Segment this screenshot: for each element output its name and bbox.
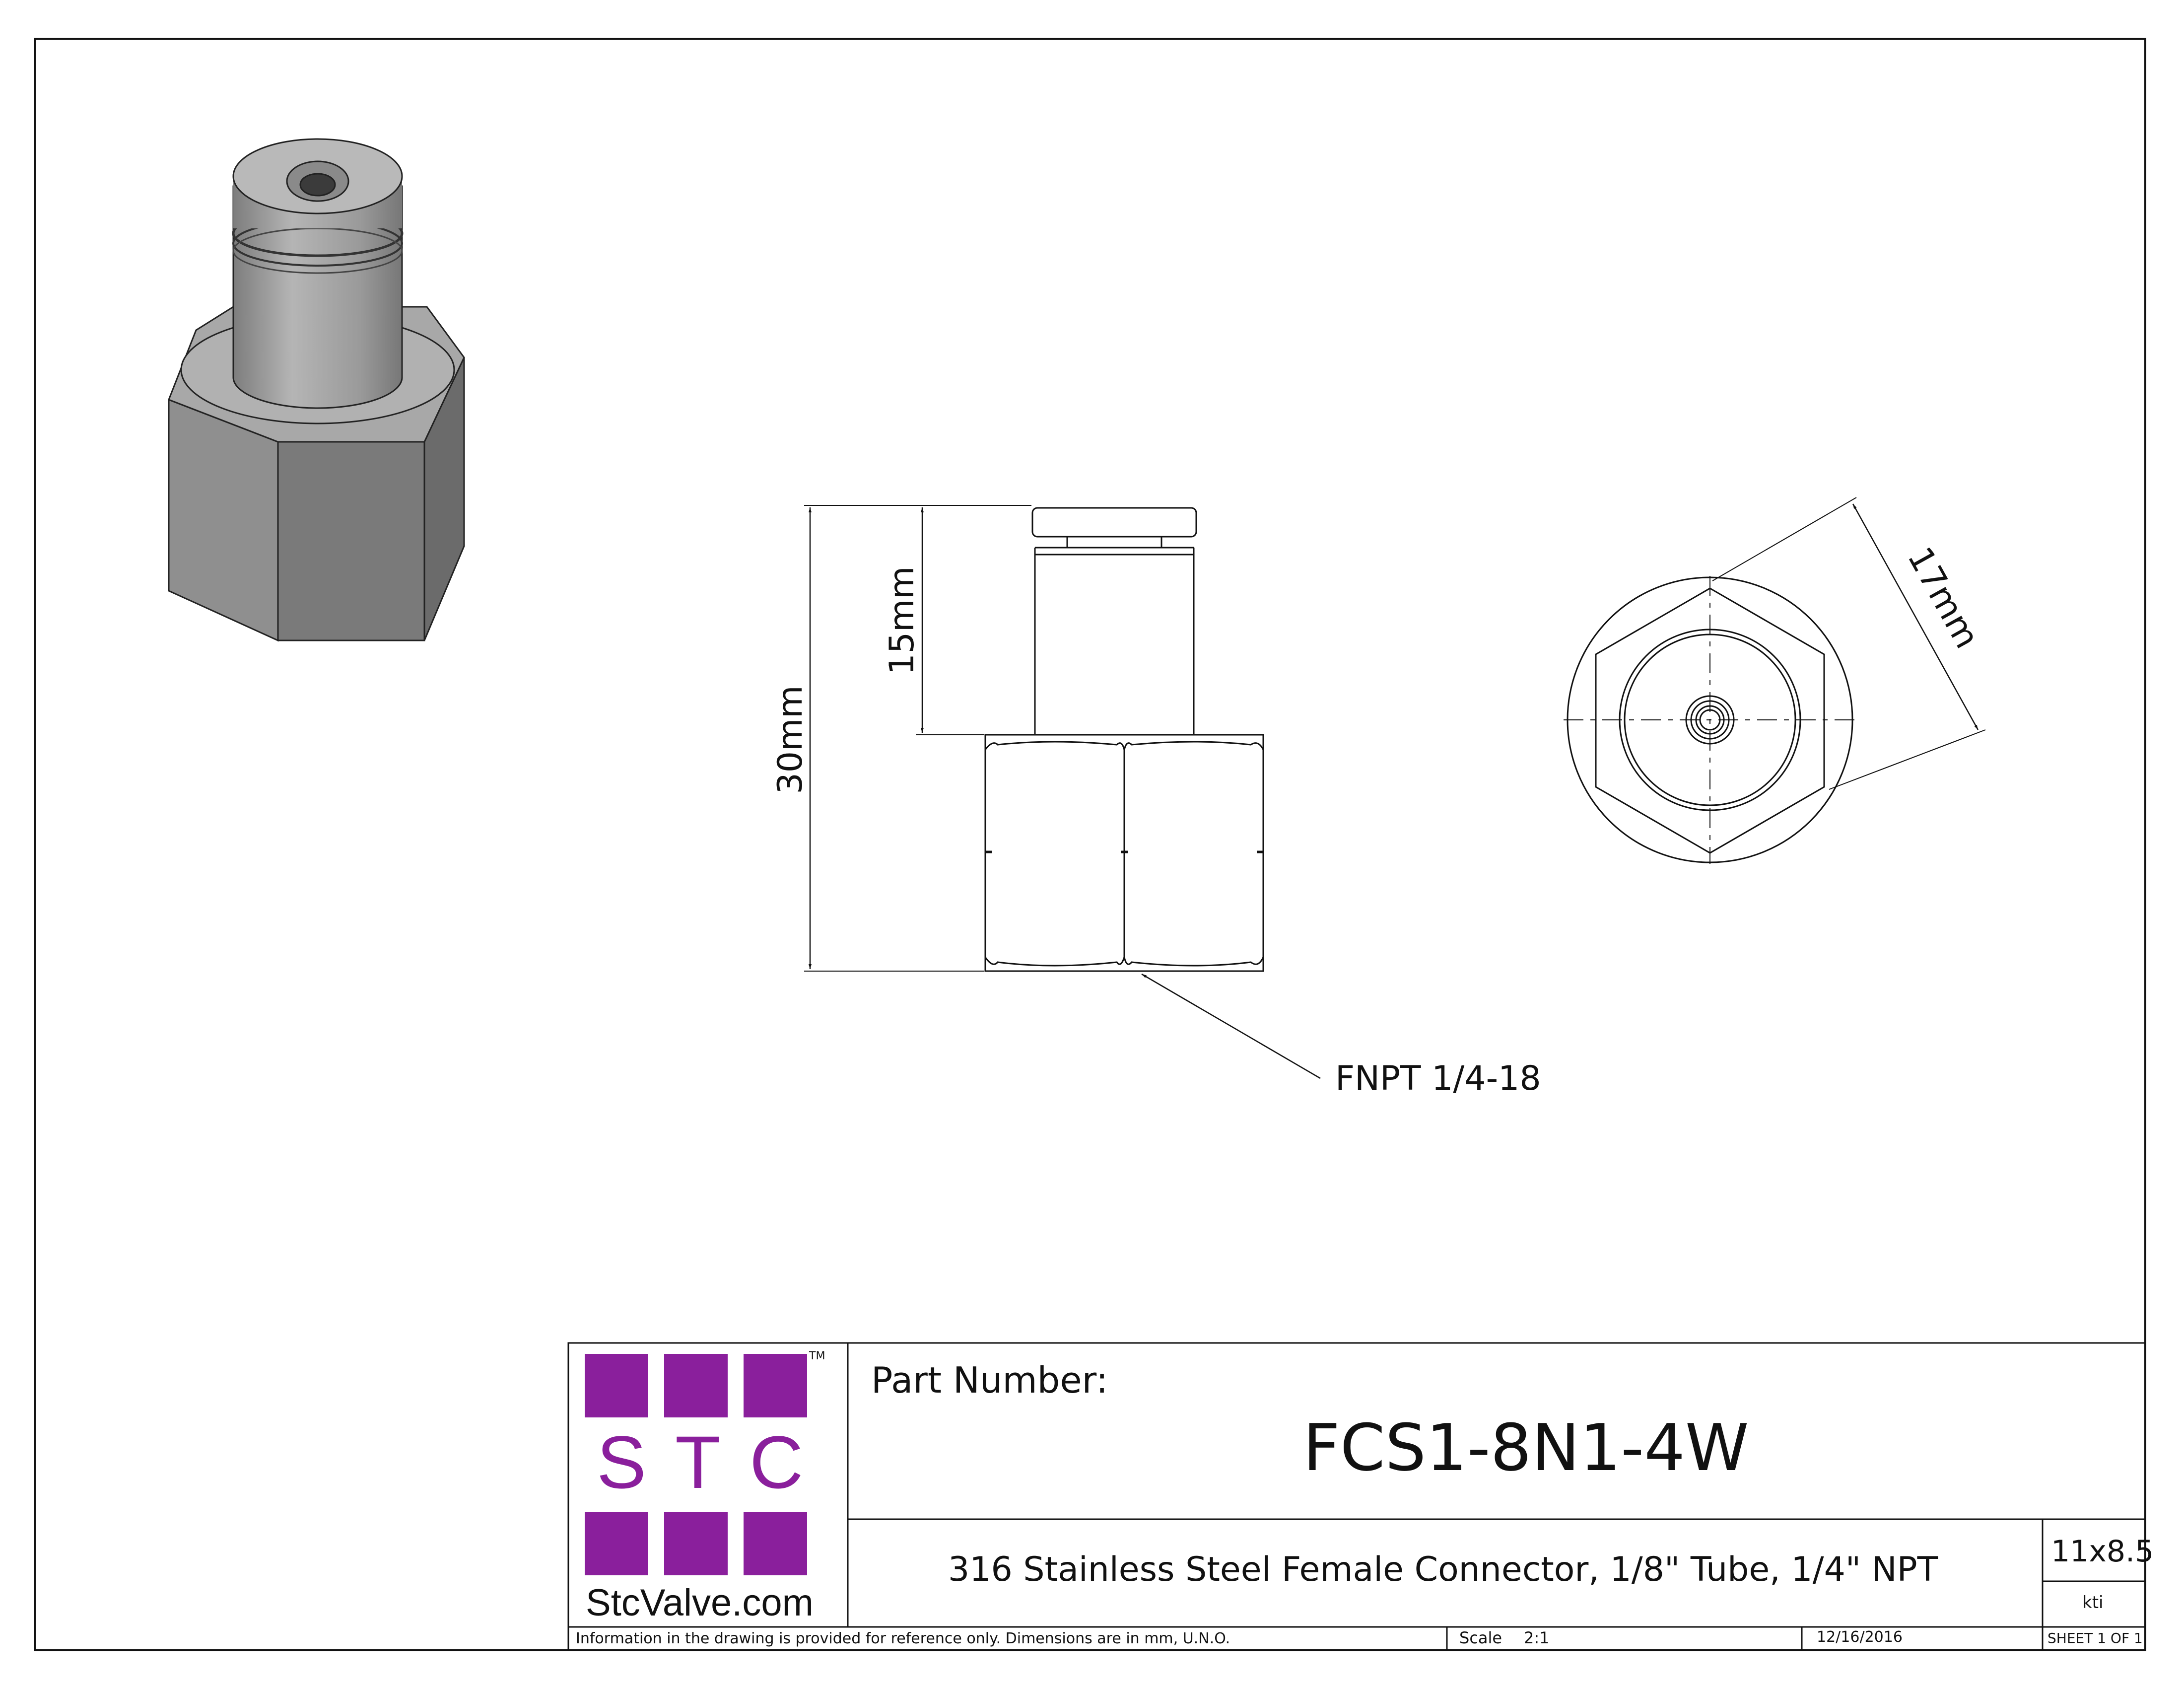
drawn-by: kti bbox=[2082, 1593, 2104, 1613]
front-neck bbox=[1066, 536, 1162, 549]
front-hex-flat bbox=[984, 741, 1125, 967]
logo-letter-c: C bbox=[750, 1420, 804, 1504]
logo-square bbox=[664, 1512, 728, 1575]
dim-17mm: 17mm bbox=[1900, 541, 1986, 655]
dim-line-17 bbox=[1852, 503, 1979, 730]
scale-value: 2:1 bbox=[1524, 1628, 1550, 1647]
front-tube bbox=[1034, 547, 1195, 734]
logo-square bbox=[744, 1354, 807, 1417]
thread-callout: FNPT 1/4-18 bbox=[1335, 1059, 1541, 1098]
part-description: 316 Stainless Steel Female Connector, 1/… bbox=[948, 1550, 1938, 1589]
tube-bore-inner bbox=[299, 173, 336, 197]
logo-letter-s: S bbox=[597, 1420, 647, 1504]
disclaimer: Information in the drawing is provided f… bbox=[576, 1630, 1230, 1647]
part-number: FCS1-8N1-4W bbox=[1303, 1410, 1749, 1485]
dim-30mm: 30mm bbox=[771, 685, 810, 794]
logo-site: StcValve.com bbox=[586, 1582, 814, 1624]
scale-label: Scale bbox=[1459, 1628, 1502, 1647]
stc-logo: TM S T C StcValve.com bbox=[576, 1348, 844, 1626]
title-block-frame bbox=[567, 1342, 2146, 1651]
part-number-label: Part Number: bbox=[871, 1359, 1108, 1401]
sheet-size: 11x8.5 bbox=[2051, 1534, 2154, 1569]
thread-leader bbox=[1141, 973, 1321, 1079]
front-view bbox=[804, 505, 1321, 1079]
logo-square bbox=[664, 1354, 728, 1417]
extension-line bbox=[1712, 497, 1857, 581]
hex-face-front bbox=[277, 441, 425, 641]
sheet-number: SHEET 1 OF 1 bbox=[2048, 1630, 2143, 1646]
end-view bbox=[1564, 497, 1986, 864]
title-block-grid bbox=[567, 1342, 2146, 1651]
logo-letter-t: T bbox=[675, 1420, 721, 1504]
front-hex-flat bbox=[1123, 741, 1264, 967]
drawing-date: 12/16/2016 bbox=[1817, 1628, 1903, 1646]
logo-square bbox=[744, 1512, 807, 1575]
extension-line bbox=[1829, 729, 1986, 790]
logo-square bbox=[585, 1512, 648, 1575]
logo-trademark: TM bbox=[809, 1350, 825, 1362]
front-cap bbox=[1031, 507, 1197, 538]
isometric-view bbox=[168, 138, 465, 642]
tube-body bbox=[232, 185, 403, 409]
logo-square bbox=[585, 1354, 648, 1417]
dim-15mm: 15mm bbox=[883, 566, 922, 675]
